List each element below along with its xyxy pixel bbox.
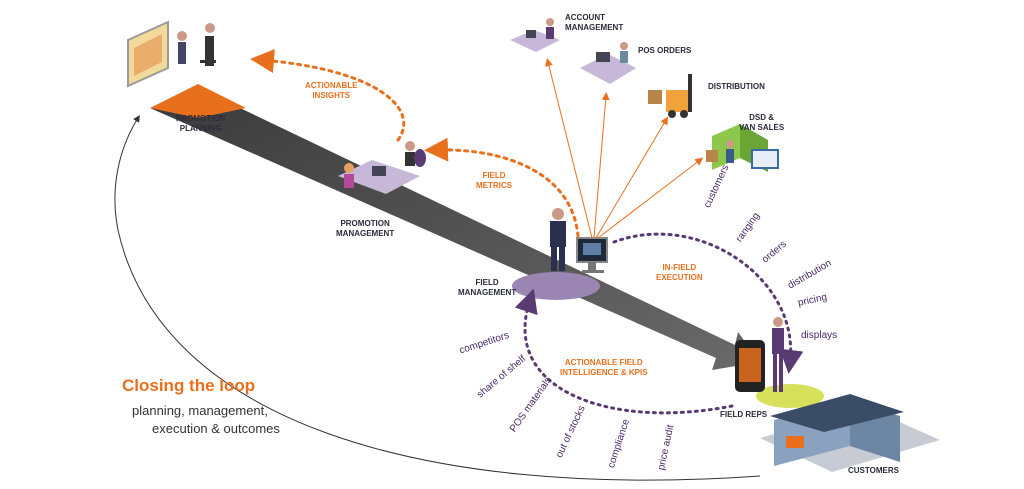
actionable-insights-line1: ACTIONABLE [305, 81, 358, 90]
dsd-van-sales-line2: VAN SALES [739, 123, 785, 132]
customers-label: CUSTOMERS [848, 466, 899, 475]
actionable-field-intelligence-label: ACTIONABLE FIELD INTELLIGENCE & KPIS [560, 358, 648, 378]
field-management-label: FIELD MANAGEMENT [458, 278, 516, 298]
promotion-planning-line2: PLANNING [179, 124, 222, 133]
dsd-van-sales-line1: DSD & [749, 113, 775, 122]
spoke-lines [545, 58, 704, 239]
field-metrics-label: FIELD METRICS [476, 171, 512, 191]
field-management-platform [512, 272, 600, 300]
distribution-label: DISTRIBUTION [708, 82, 765, 91]
mobile-device-icon [735, 340, 765, 392]
promotion-planning-label: PROMOTION PLANNING [176, 114, 225, 134]
actionable-insights-line2: INSIGHTS [312, 91, 351, 100]
promotion-management-line1: PROMOTION [340, 219, 390, 228]
customer-store-icon [760, 394, 940, 472]
actionable-field-intel-line2: INTELLIGENCE & KPIS [560, 368, 648, 377]
field-intelligence-arc [514, 288, 734, 415]
field-metrics-arrow [424, 137, 580, 238]
in-field-execution-arc [612, 232, 804, 374]
field-management-line2: MANAGEMENT [458, 288, 517, 297]
ring-label-displays: displays [801, 330, 838, 341]
account-management-icon [510, 18, 560, 52]
dsd-van-sales-label: DSD & VAN SALES [739, 113, 784, 133]
pos-orders-icon [580, 42, 636, 84]
planning-presentation-icon [127, 20, 216, 88]
distribution-forklift-icon [648, 74, 692, 118]
in-field-execution-line2: EXECUTION [656, 273, 703, 282]
promotion-management-label: PROMOTION MANAGEMENT [336, 219, 394, 239]
closing-loop-arrow [114, 115, 761, 481]
field-metrics-line1: FIELD [482, 171, 506, 180]
field-monitor-icon [576, 237, 608, 273]
planning-platform [150, 84, 246, 118]
closing-loop-title: Closing the loop [122, 376, 256, 395]
field-management-line1: FIELD [475, 278, 499, 287]
promotion-management-desk-icon [338, 141, 426, 194]
dsd-van-icon [706, 124, 779, 172]
account-management-line2: MANAGEMENT [565, 23, 624, 32]
pos-orders-label: POS ORDERS [638, 46, 692, 55]
field-manager-icon [550, 208, 566, 271]
actionable-field-intel-line1: ACTIONABLE FIELD [564, 358, 643, 367]
actionable-insights-label: ACTIONABLE INSIGHTS [305, 81, 357, 101]
promotion-planning-line1: PROMOTION [176, 114, 226, 123]
in-field-execution-line1: IN-FIELD [662, 263, 697, 272]
closing-loop-subtitle-line2: execution & outcomes [152, 421, 280, 436]
field-metrics-line2: METRICS [476, 181, 512, 190]
promotion-management-line2: MANAGEMENT [336, 229, 395, 238]
in-field-execution-label: IN-FIELD EXECUTION [656, 263, 703, 283]
account-management-label: ACCOUNT MANAGEMENT [565, 13, 623, 33]
process-road [150, 108, 760, 370]
actionable-insights-arrow [250, 49, 406, 142]
closing-loop-subtitle-line1: planning, management, [132, 403, 268, 418]
account-management-line1: ACCOUNT [565, 13, 605, 22]
field-rep-icon [772, 317, 784, 392]
field-reps-label: FIELD REPS [720, 410, 768, 419]
